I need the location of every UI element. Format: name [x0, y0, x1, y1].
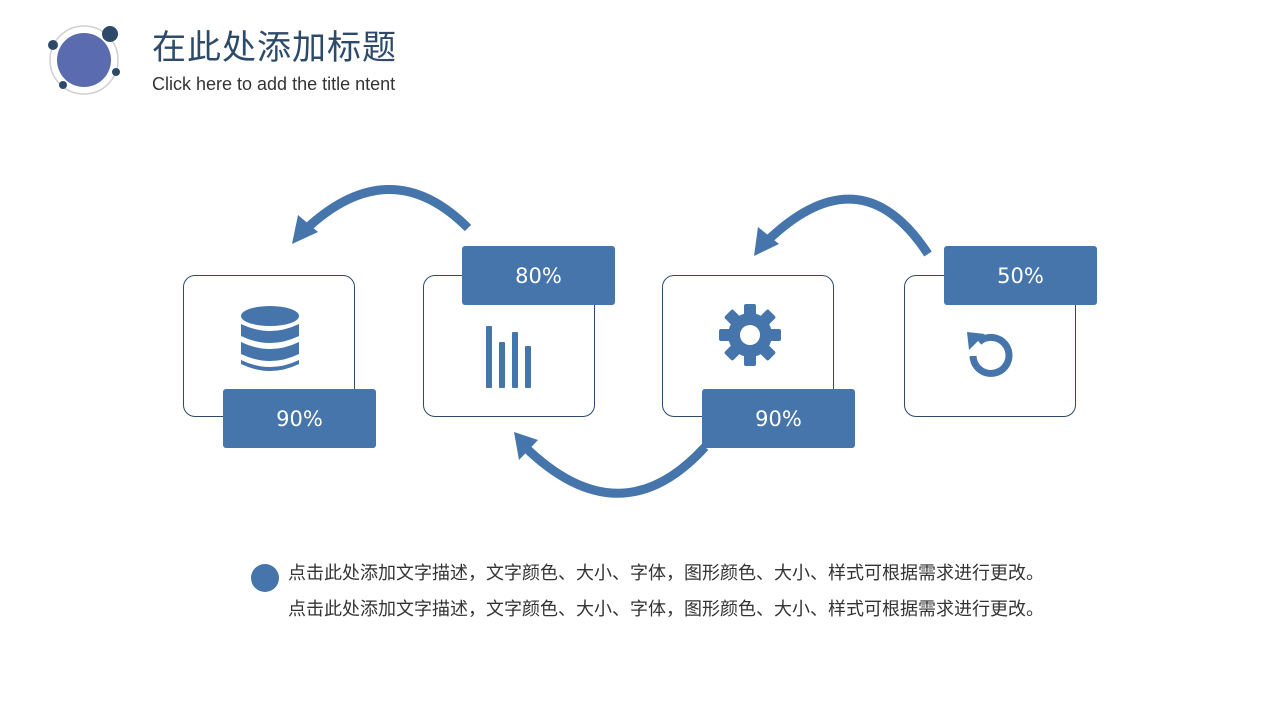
description-line-2: 点击此处添加文字描述，文字颜色、大小、字体，图形颜色、大小、样式可根据需求进行更… — [288, 599, 1044, 620]
arrow-top-right — [761, 194, 932, 257]
bullet-dot — [251, 564, 279, 592]
page-title: 在此处添加标题 — [152, 28, 397, 68]
arrow-bottom-middle — [520, 442, 709, 498]
arrow-head-bottom-middle — [514, 432, 538, 460]
bar-chart-icon — [486, 326, 531, 388]
logo-emblem-icon — [48, 25, 120, 95]
description-line-1: 点击此处添加文字描述，文字颜色、大小、字体，图形颜色、大小、样式可根据需求进行更… — [288, 563, 1044, 584]
arrow-head-top-right — [754, 227, 779, 256]
page-subtitle: Click here to add the title ntent — [152, 74, 396, 94]
refresh-icon — [967, 332, 1013, 377]
arrow-top-left — [301, 185, 472, 234]
gear-icon — [719, 304, 781, 366]
card-1-percent: 90% — [223, 389, 376, 448]
card-3-percent: 90% — [702, 389, 855, 448]
description-text: 点击此处添加文字描述，文字颜色、大小、字体，图形颜色、大小、样式可根据需求进行更… — [288, 556, 1044, 628]
card-2-percent: 80% — [462, 246, 615, 305]
arrow-head-top-left — [292, 215, 318, 244]
database-icon — [241, 306, 299, 371]
card-4-percent: 50% — [944, 246, 1097, 305]
